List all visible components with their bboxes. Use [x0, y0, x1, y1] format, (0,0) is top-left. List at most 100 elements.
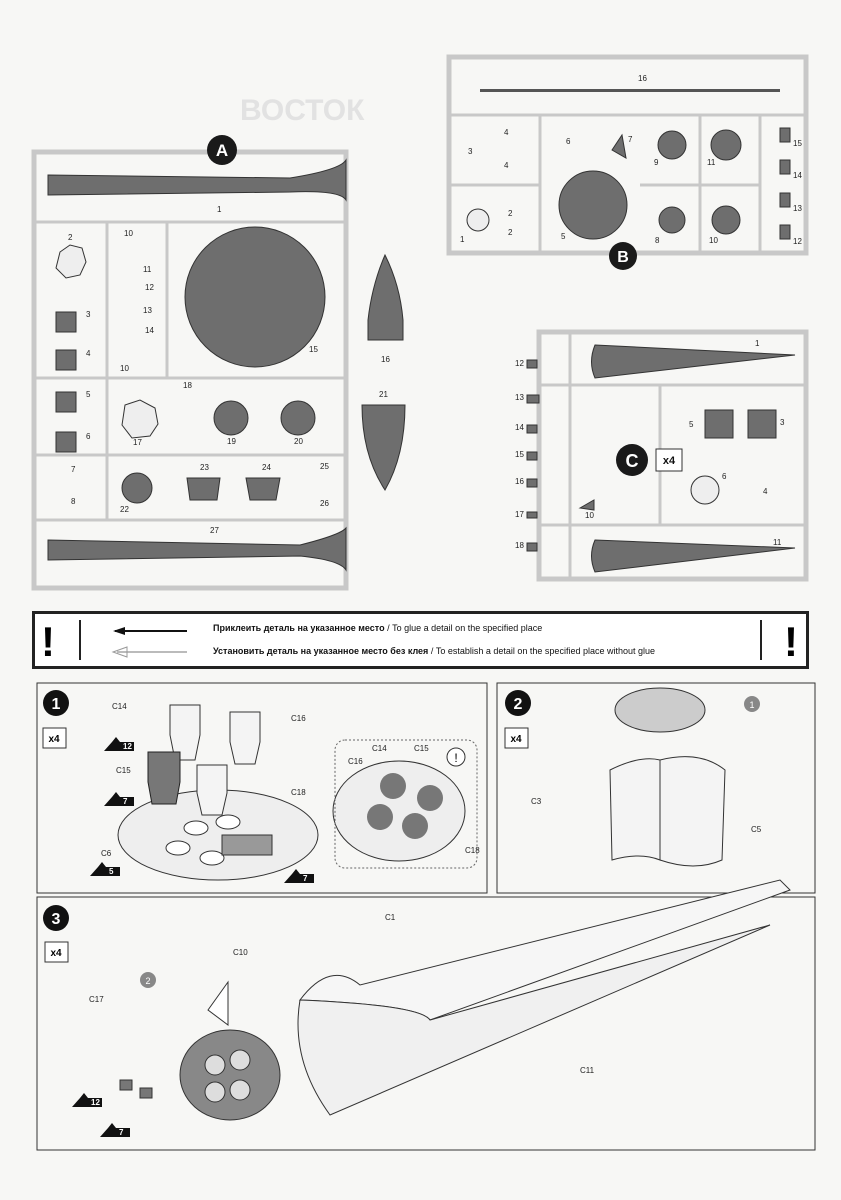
- part-label: C6: [101, 849, 112, 858]
- part-label: x4: [48, 734, 60, 745]
- part-label: 7: [303, 874, 308, 883]
- part-label: 12: [793, 237, 802, 246]
- part-label: C14: [112, 702, 127, 711]
- sprue-a-letter: A: [216, 141, 228, 160]
- part-label: 9: [654, 158, 659, 167]
- part-label: 18: [515, 541, 524, 550]
- part-label: 4: [504, 128, 509, 137]
- part-label: 6: [566, 137, 571, 146]
- part-label: 15: [515, 450, 524, 459]
- part-label: C11: [580, 1066, 595, 1075]
- part-label: 13: [793, 204, 802, 213]
- part-label: 10: [709, 236, 718, 245]
- part-label: C14: [372, 744, 387, 753]
- part-label: 1: [755, 339, 760, 348]
- part-label: 1: [460, 235, 465, 244]
- part-label: 5: [689, 420, 694, 429]
- part-label: /: [430, 646, 434, 656]
- part-label: 6: [722, 472, 727, 481]
- part-label: 5: [109, 867, 114, 876]
- part-label: 1: [749, 700, 754, 710]
- part-label: 4: [504, 161, 509, 170]
- arrow-icons: [111, 627, 187, 658]
- part-label: 7: [119, 1128, 124, 1137]
- sprue-c-labels: 1 12 13 14 15 16 17 18 5 3 6 4 10 11: [515, 339, 785, 550]
- part-label: 13: [515, 393, 524, 402]
- part-label: 12: [145, 283, 154, 292]
- part-label: C16: [348, 757, 363, 766]
- part-label: C18: [291, 788, 306, 797]
- part-label: 24: [262, 463, 271, 472]
- part-label: 1: [217, 205, 222, 214]
- part-label: C1: [385, 913, 396, 922]
- part-label: 16: [638, 74, 647, 83]
- part-label: 11: [773, 538, 782, 547]
- part-label: x4: [510, 734, 522, 745]
- part-label: 3: [780, 418, 785, 427]
- part-label: 10: [120, 364, 129, 373]
- part-label: 7: [71, 465, 76, 474]
- part-label: 12: [123, 742, 132, 751]
- warning-mark-right: !: [784, 618, 798, 665]
- part-label: C16: [291, 714, 306, 723]
- part-label: 3: [468, 147, 473, 156]
- part-label: 3: [52, 911, 61, 928]
- part-label: 5: [86, 390, 91, 399]
- part-label: 6: [86, 432, 91, 441]
- part-label: C15: [414, 744, 429, 753]
- part-label: 11: [707, 158, 716, 167]
- part-label: 7: [628, 135, 633, 144]
- part-label: 19: [227, 437, 236, 446]
- warning-mark-left: !: [41, 618, 55, 665]
- part-label: 3: [86, 310, 91, 319]
- part-label: 14: [515, 423, 524, 432]
- sprue-c: C x4 1 12 13 14 15 16 17 18 5 3 6 4 10 11: [515, 329, 809, 582]
- part-label: C17: [89, 995, 104, 1004]
- part-label: 4: [763, 487, 768, 496]
- part-label: 8: [655, 236, 660, 245]
- part-label: 5: [561, 232, 566, 241]
- part-label: C3: [531, 797, 542, 806]
- part-label: C10: [233, 948, 248, 957]
- part-label: 12: [515, 359, 524, 368]
- part-label: 7: [123, 797, 128, 806]
- part-label: To establish a detail on the specified p…: [435, 646, 656, 656]
- part-label: 18: [183, 381, 192, 390]
- part-label: 2: [514, 696, 523, 713]
- sprue-b-letter: B: [617, 249, 629, 266]
- sprue-c-letter: C: [626, 451, 639, 471]
- part-label: 27: [210, 526, 219, 535]
- part-label: 17: [133, 438, 142, 447]
- part-label: 17: [515, 510, 524, 519]
- part-label: 11: [143, 265, 152, 274]
- part-label: 13: [143, 306, 152, 315]
- part-label: 16: [381, 355, 390, 364]
- part-label: 1: [52, 696, 61, 713]
- part-label: Установить деталь на указанное место без…: [213, 646, 429, 656]
- part-label: 16: [515, 477, 524, 486]
- part-label: C15: [116, 766, 131, 775]
- part-label: 25: [320, 462, 329, 471]
- part-label: Приклеить деталь на указанное место: [213, 623, 385, 633]
- part-count-stars: 12 7 5 7: [90, 737, 314, 883]
- part-label: 8: [71, 497, 76, 506]
- legend-glue: Приклеить деталь на указанное место / To…: [213, 623, 542, 633]
- part-label: 10: [585, 511, 594, 520]
- part-label: C18: [465, 846, 480, 855]
- part-label: 23: [200, 463, 209, 472]
- part-label: 26: [320, 499, 329, 508]
- background-watermark: ВОСТОК: [240, 94, 365, 127]
- part-label: 2: [508, 209, 513, 218]
- part-label: 2: [145, 976, 150, 986]
- part-label: 15: [793, 139, 802, 148]
- part-label: C5: [751, 825, 762, 834]
- part-label: 21: [379, 390, 388, 399]
- sprue-c-multiplier: x4: [663, 455, 676, 467]
